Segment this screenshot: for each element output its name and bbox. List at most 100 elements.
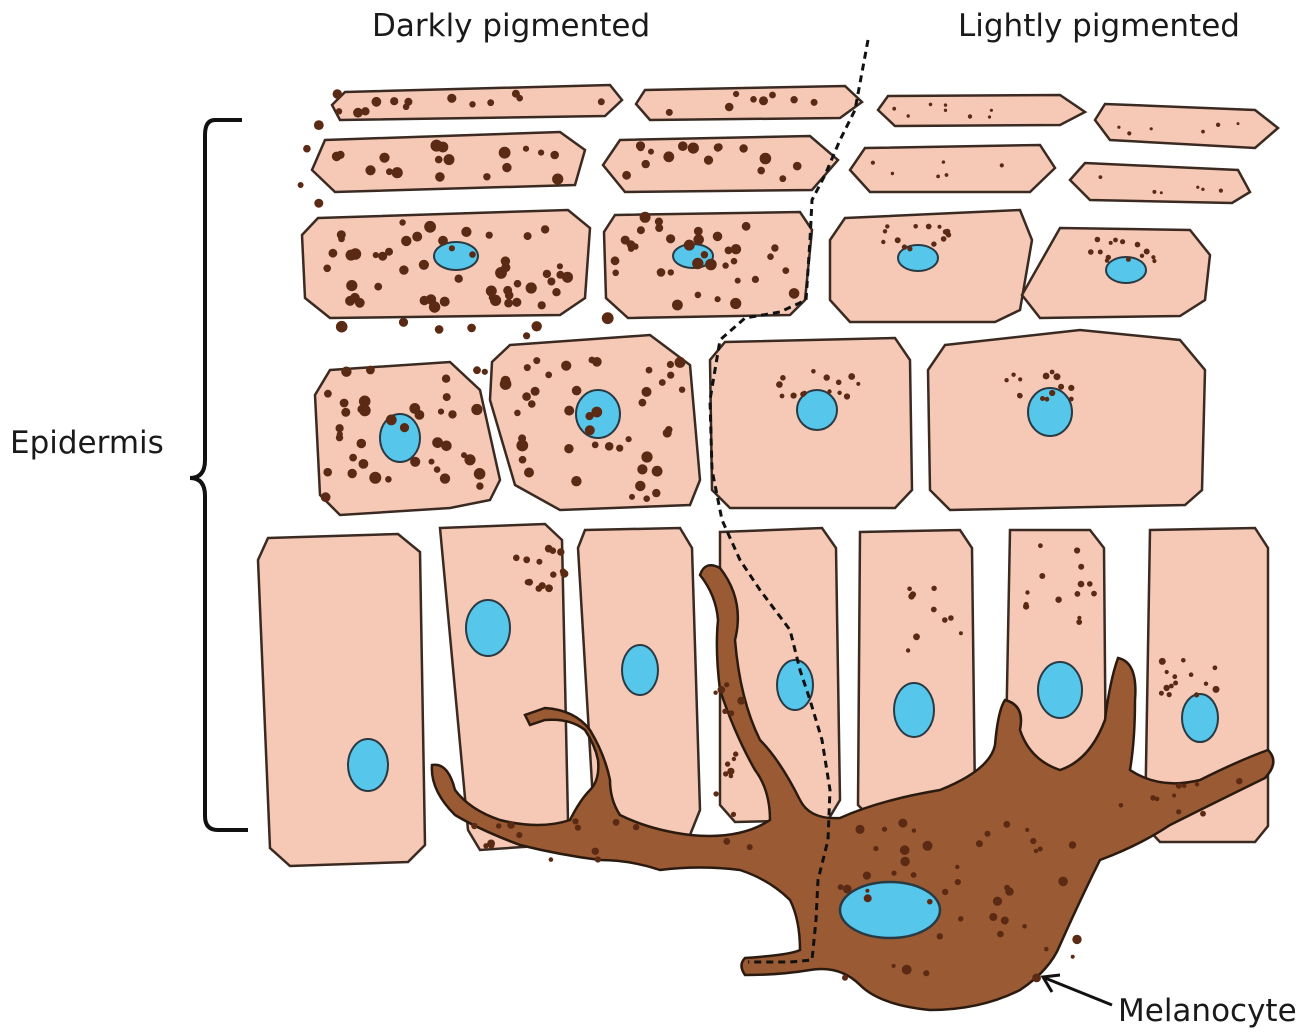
melanin-granule: [1105, 258, 1109, 262]
melanin-granule: [1173, 681, 1178, 686]
melanin-granule: [931, 586, 936, 591]
melanin-granule: [552, 288, 560, 296]
melanin-granule: [1017, 393, 1023, 399]
melanin-granule: [724, 682, 729, 687]
melanin-granule: [668, 269, 674, 275]
melanin-granule: [942, 889, 948, 895]
melanin-granule: [737, 697, 745, 705]
melanin-granule: [1216, 123, 1220, 127]
melanin-granule: [837, 391, 841, 395]
melanin-granule: [438, 236, 448, 246]
melanin-granule: [675, 357, 686, 368]
melanin-granule: [723, 771, 728, 776]
melanin-granule: [522, 392, 531, 401]
melanin-granule: [298, 182, 304, 188]
melanin-granule: [341, 367, 351, 377]
melanin-granule: [424, 221, 436, 233]
melanin-granule: [538, 150, 544, 156]
melanin-granule: [556, 271, 564, 279]
melanin-granule: [545, 545, 553, 553]
melanin-granule: [357, 439, 367, 449]
melanin-granule: [336, 424, 344, 432]
melanin-granule: [911, 872, 917, 878]
melanin-granule: [341, 408, 350, 417]
melanin-granule: [323, 468, 332, 477]
melanin-granule: [848, 373, 855, 380]
melanin-granule: [314, 120, 324, 130]
melanin-granule: [1163, 685, 1169, 691]
melanin-granule: [672, 300, 683, 311]
melanin-granule: [626, 436, 632, 442]
melanin-granule: [1144, 249, 1150, 255]
melanin-granule: [483, 173, 490, 180]
melanin-granule: [1054, 373, 1061, 380]
melanin-granule: [1135, 242, 1141, 248]
melanin-granule: [513, 555, 520, 562]
melanin-granule: [474, 468, 486, 480]
melanin-granule: [907, 246, 912, 251]
melanin-granule: [435, 325, 444, 334]
melanin-granule: [929, 103, 933, 107]
melanin-granule: [1200, 811, 1206, 817]
melanin-granule: [469, 101, 475, 107]
melanin-granule: [637, 144, 644, 151]
melanin-granule: [926, 224, 932, 230]
melanin-granule: [639, 399, 647, 407]
melanin-granule: [693, 234, 704, 245]
melanin-granule: [759, 96, 768, 105]
melanin-granule: [552, 174, 563, 185]
melanin-granule: [572, 818, 578, 824]
melanin-granule: [760, 153, 772, 165]
melanin-granule: [713, 791, 718, 796]
melanin-granule: [663, 429, 672, 438]
melanin-granule: [549, 857, 554, 862]
melanin-granule: [895, 237, 901, 243]
melanin-granule: [945, 173, 949, 177]
melanin-granule: [757, 167, 765, 175]
melanin-granule: [655, 224, 663, 232]
melanin-granule: [1219, 189, 1223, 193]
melanin-granule: [337, 431, 343, 437]
melanin-granule: [641, 451, 652, 462]
melanin-granule: [1150, 127, 1153, 130]
melanin-granule: [1091, 591, 1097, 597]
melanin-granule: [633, 824, 639, 830]
melanin-granule: [844, 393, 850, 399]
melanin-granule: [666, 109, 673, 116]
melanin-granule: [512, 298, 521, 307]
melanin-granule: [1011, 373, 1015, 377]
melanin-granule: [372, 97, 382, 107]
melanin-granule: [602, 312, 614, 324]
melanin-granule: [1058, 384, 1064, 390]
melanin-granule: [729, 774, 734, 779]
melanin-granule: [585, 425, 595, 435]
melanin-granule: [526, 282, 537, 293]
melanin-granule: [730, 298, 741, 309]
melanin-granule: [349, 454, 357, 462]
melanin-granule: [536, 585, 543, 592]
melanin-granule: [1069, 841, 1076, 848]
melanin-granule: [723, 838, 730, 845]
melanin-granule: [752, 276, 759, 283]
melanin-granule: [1001, 917, 1009, 925]
melanin-granule: [629, 494, 635, 500]
melanin-granule: [572, 386, 582, 396]
melanin-granule: [591, 407, 602, 418]
melanin-granule: [1034, 849, 1038, 853]
melanin-granule: [500, 378, 512, 390]
melanin-granule: [1195, 782, 1199, 786]
melanin-granule: [564, 276, 571, 283]
melanin-granule: [557, 548, 564, 555]
melanin-granule: [1165, 670, 1169, 674]
melanin-granule: [545, 584, 553, 592]
melanin-granule: [1075, 591, 1081, 597]
epidermis-label: Epidermis: [10, 425, 164, 461]
melanin-granule: [640, 212, 651, 223]
melanin-granule: [976, 840, 983, 847]
melanin-granule: [1109, 241, 1113, 245]
melanin-granule: [1076, 619, 1082, 625]
melanin-granule: [678, 141, 688, 151]
melanin-granule: [1213, 665, 1218, 670]
melanin-granule: [936, 175, 940, 179]
melanin-granule: [1176, 809, 1181, 814]
